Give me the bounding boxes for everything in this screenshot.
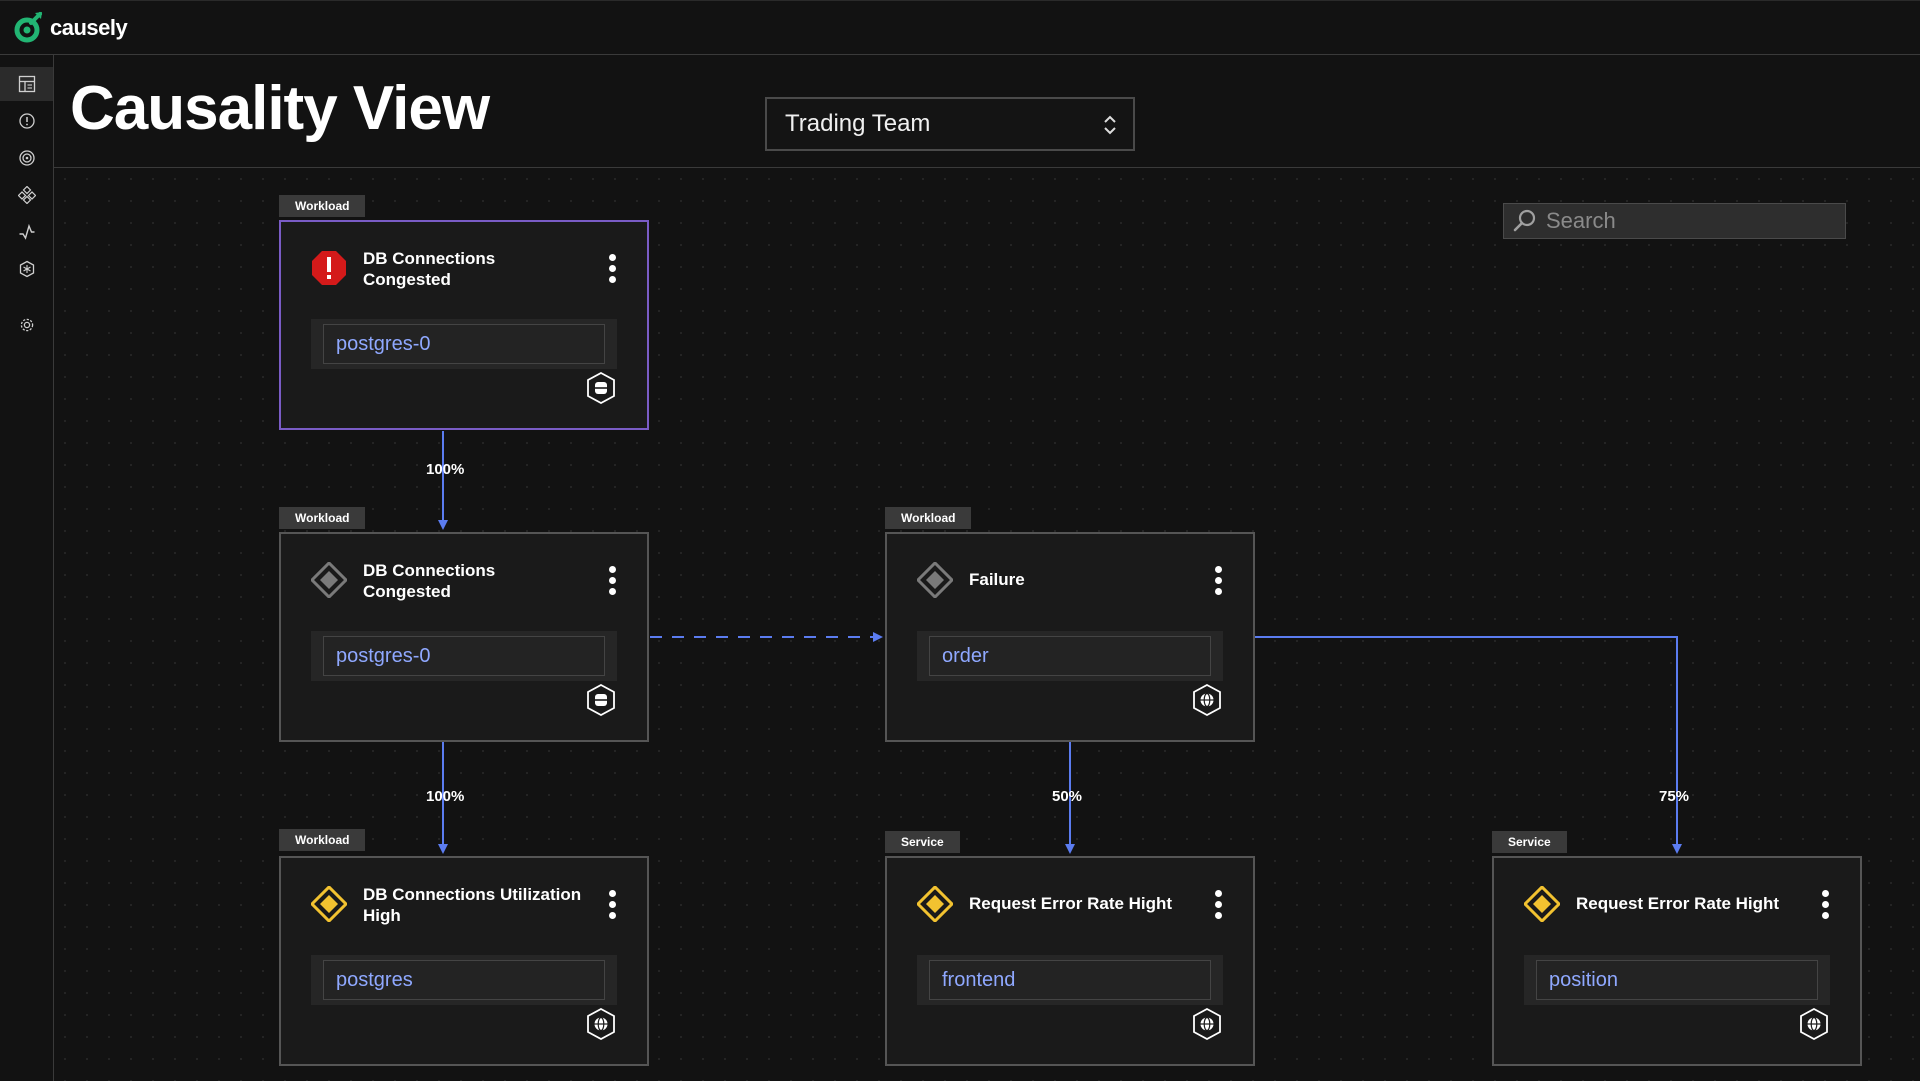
node-type-tag: Workload xyxy=(279,195,366,217)
causality-node[interactable]: DB Connections Utilization High postgres xyxy=(279,856,649,1066)
entity-box: order xyxy=(917,631,1223,681)
database-icon xyxy=(587,684,615,716)
metrics-icon xyxy=(19,223,34,240)
entity-link[interactable]: frontend xyxy=(929,960,1211,1000)
team-select[interactable]: Trading Team xyxy=(765,97,1135,151)
causality-node[interactable]: Request Error Rate Hight position xyxy=(1492,856,1862,1066)
symptom-diamond-icon xyxy=(1524,886,1560,922)
dashboard-icon xyxy=(18,75,35,93)
entity-box: postgres xyxy=(311,955,617,1005)
symptom-diamond-icon xyxy=(311,886,347,922)
edge-label-n2-n4: 100% xyxy=(426,788,465,805)
globe-icon xyxy=(1193,684,1221,716)
sidebar-item-cluster[interactable] xyxy=(0,252,53,286)
globe-icon xyxy=(587,1008,615,1040)
inactive-diamond-icon xyxy=(917,562,953,598)
sidebar-item-topology[interactable] xyxy=(0,178,53,212)
chevron-up-down-icon xyxy=(1104,115,1116,135)
entity-link[interactable]: postgres-0 xyxy=(323,636,605,676)
logo-text: causely xyxy=(50,15,128,40)
search-box xyxy=(1503,203,1846,239)
page-title: Causality View xyxy=(70,74,490,143)
sidebar-item-settings[interactable] xyxy=(0,308,53,342)
node-menu-button[interactable] xyxy=(609,890,617,924)
root-cause-icon xyxy=(312,251,346,285)
causality-node[interactable]: DB Connections Congested postgres-0 xyxy=(279,532,649,742)
inactive-diamond-icon xyxy=(311,562,347,598)
node-menu-button[interactable] xyxy=(609,566,617,600)
edge-label-n1-n2: 100% xyxy=(426,461,465,478)
globe-icon xyxy=(1193,1008,1221,1040)
entity-link[interactable]: position xyxy=(1536,960,1818,1000)
causely-logo-icon xyxy=(14,12,42,43)
team-select-value: Trading Team xyxy=(785,110,931,137)
causality-node[interactable]: Request Error Rate Hight frontend xyxy=(885,856,1255,1066)
database-icon xyxy=(587,372,615,404)
entity-box: postgres-0 xyxy=(311,631,617,681)
node-title: DB Connections Congested xyxy=(363,561,496,601)
causality-node[interactable]: DB Connections Congested postgres-0 xyxy=(279,220,649,430)
search-icon xyxy=(1513,209,1536,232)
causality-node[interactable]: Failure order xyxy=(885,532,1255,742)
entity-link[interactable]: postgres-0 xyxy=(323,324,605,364)
sidebar-item-dashboard[interactable] xyxy=(0,67,53,101)
node-type-tag: Workload xyxy=(279,507,366,529)
node-title: Failure xyxy=(969,570,1025,589)
edge-label-n3-n5: 50% xyxy=(1052,788,1083,805)
node-title: DB Connections Utilization High xyxy=(363,885,582,925)
node-title: Request Error Rate Hight xyxy=(969,894,1173,913)
entity-box: frontend xyxy=(917,955,1223,1005)
node-title: Request Error Rate Hight xyxy=(1576,894,1780,913)
edge-label-n3-n6: 75% xyxy=(1659,788,1690,805)
target-icon xyxy=(18,150,35,166)
sidebar-item-metrics[interactable] xyxy=(0,215,53,249)
entity-link[interactable]: order xyxy=(929,636,1211,676)
node-title: DB Connections Congested xyxy=(363,249,496,289)
globe-icon xyxy=(1800,1008,1828,1040)
top-bar: causely xyxy=(0,0,1920,55)
entity-link[interactable]: postgres xyxy=(323,960,605,1000)
topology-icon xyxy=(17,186,36,204)
alert-icon xyxy=(18,113,35,129)
node-type-tag: Workload xyxy=(279,829,366,851)
node-menu-button[interactable] xyxy=(1215,566,1223,600)
search-input[interactable] xyxy=(1544,207,1838,235)
causely-logo[interactable]: causely xyxy=(12,10,128,46)
sidebar-item-alerts[interactable] xyxy=(0,104,53,138)
cluster-icon xyxy=(19,260,34,278)
entity-box: postgres-0 xyxy=(311,319,617,369)
sidebar-item-target[interactable] xyxy=(0,141,53,175)
symptom-diamond-icon xyxy=(917,886,953,922)
page-header: Causality View Trading Team xyxy=(54,55,1920,168)
node-menu-button[interactable] xyxy=(1215,890,1223,924)
node-menu-button[interactable] xyxy=(609,254,617,288)
gear-icon xyxy=(20,318,33,332)
node-type-tag: Workload xyxy=(885,507,972,529)
entity-box: position xyxy=(1524,955,1830,1005)
node-type-tag: Service xyxy=(1492,831,1567,853)
sidebar xyxy=(0,55,54,1081)
node-type-tag: Service xyxy=(885,831,960,853)
node-menu-button[interactable] xyxy=(1822,890,1830,924)
